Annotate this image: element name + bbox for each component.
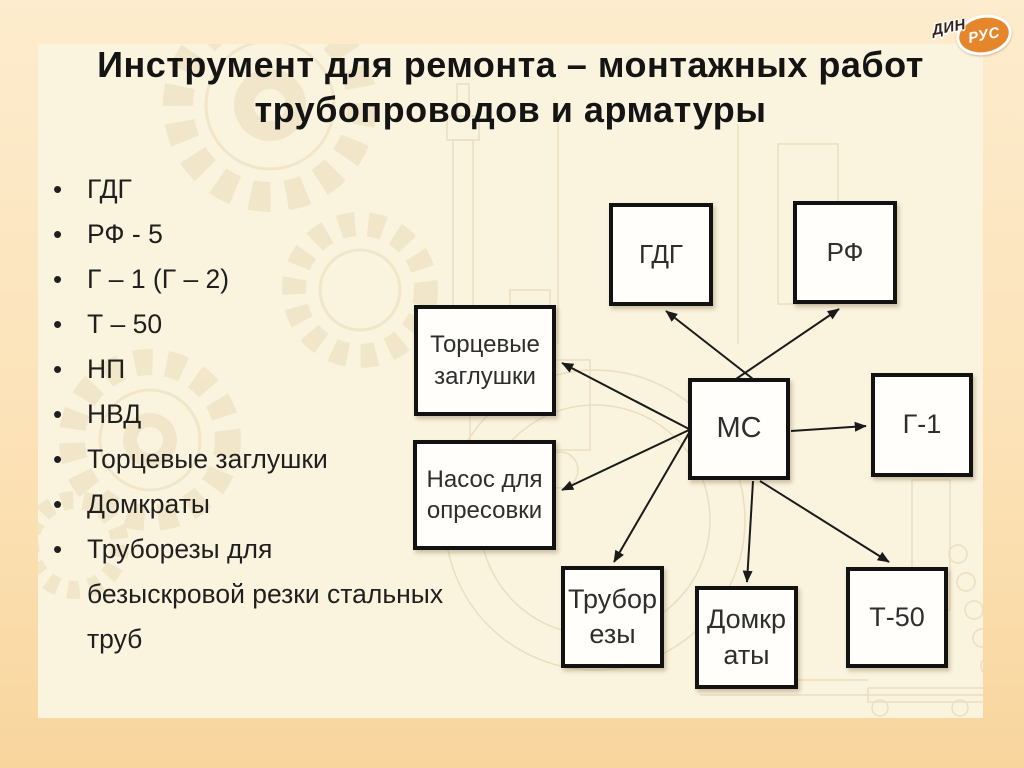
node-end-caps: Торцевые заглушки (414, 305, 556, 416)
bullet-icon: • (53, 399, 63, 429)
slide-title-line2: трубопроводов и арматуры (254, 89, 767, 130)
list-item: • Домкраты (50, 482, 542, 527)
bullet-icon: • (53, 309, 63, 339)
bullet-icon: • (53, 534, 63, 564)
list-item: • РФ - 5 (50, 212, 542, 257)
bullet-icon: • (53, 219, 63, 249)
node-gdg: ГДГ (609, 203, 713, 306)
node-ms: МС (688, 378, 790, 480)
list-item: • НП (50, 347, 542, 392)
node-pump: Насос для опресовки (413, 440, 556, 550)
slide-title-line1: Инструмент для ремонта – монтажных работ (97, 44, 924, 85)
bullet-icon: • (53, 444, 63, 474)
node-pipe-cutters: Трубор езы (561, 566, 664, 668)
bullet-icon: • (53, 174, 63, 204)
bullet-icon: • (53, 489, 63, 519)
list-item: • Г – 1 (Г – 2) (50, 257, 542, 302)
bullet-icon: • (53, 264, 63, 294)
list-item: • Торцевые заглушки (50, 437, 542, 482)
node-rf: РФ (793, 201, 897, 304)
list-item: • НВД (50, 392, 542, 437)
list-item: • Труборезы для безыскровой резки стальн… (50, 527, 542, 662)
list-item: • ГДГ (50, 167, 542, 212)
bullet-icon: • (53, 354, 63, 384)
node-t50: Т-50 (846, 567, 948, 668)
slide-title: Инструмент для ремонта – монтажных работ… (38, 42, 983, 132)
list-item: • Т – 50 (50, 302, 542, 347)
node-g1: Г-1 (871, 373, 973, 477)
node-jacks: Домкр аты (695, 586, 798, 689)
gears-texture (38, 44, 438, 599)
bullet-list: • ГДГ • РФ - 5 • Г – 1 (Г – 2) • Т – 50 … (50, 167, 542, 662)
